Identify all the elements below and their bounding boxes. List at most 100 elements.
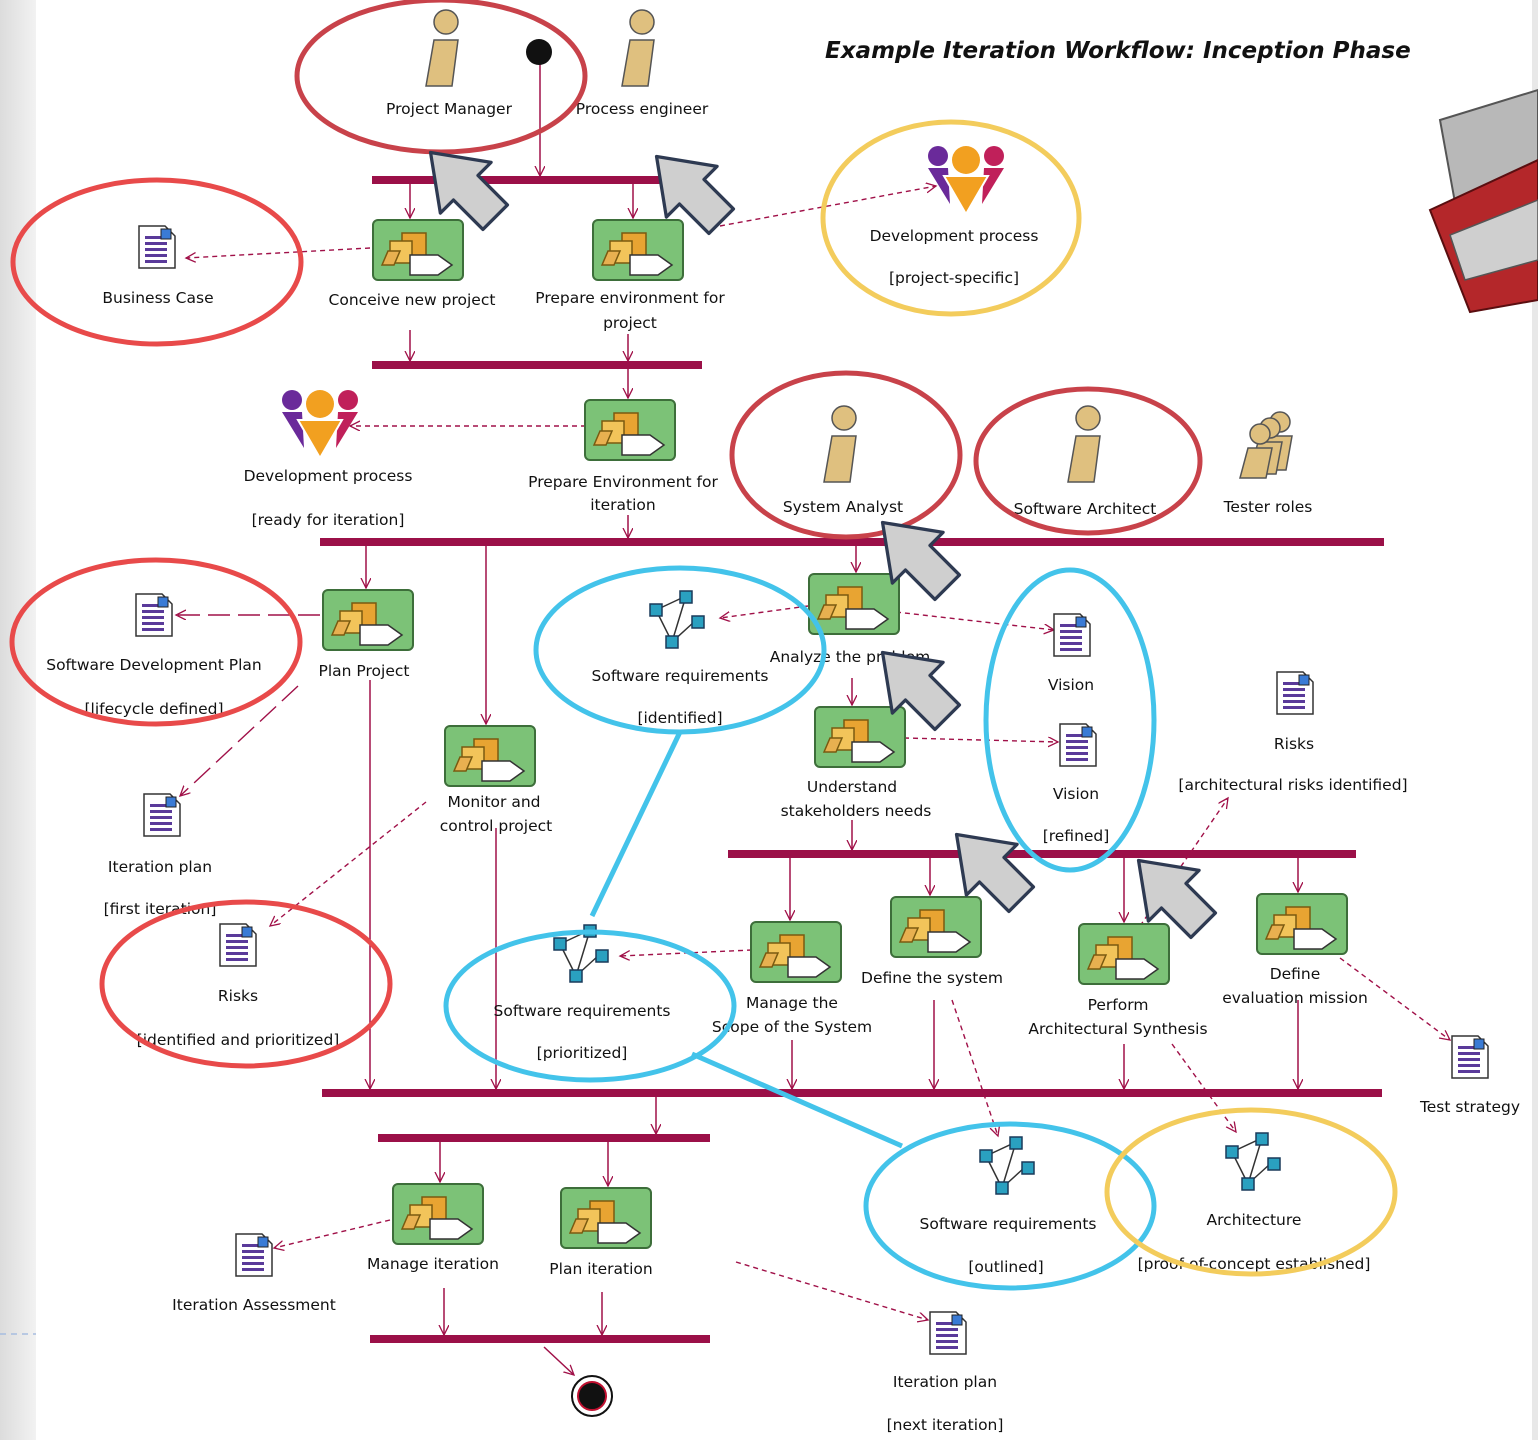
artifact-iteration-assessment: Iteration Assessment: [172, 1233, 336, 1314]
artifact-iteration-plan-first: Iteration plan [first iteration]: [104, 793, 217, 918]
model-icon: [1225, 1132, 1281, 1191]
role-system-analyst: System Analyst: [783, 405, 903, 516]
activity-icon: [814, 706, 906, 768]
activity-label: Define the system: [861, 969, 1003, 987]
highlight-ellipse: [9, 557, 303, 727]
activity-label: control project: [440, 817, 552, 835]
artifact-software-development-plan: Software Development Plan [lifecycle def…: [46, 593, 262, 718]
process-icon: [281, 389, 359, 459]
artifact-state: [refined]: [1043, 827, 1110, 845]
actor-icon: [1067, 405, 1101, 483]
activity-plan-iteration: Plan iteration: [549, 1187, 653, 1278]
activity-architectural-synthesis: Perform Architectural Synthesis: [1028, 923, 1208, 1038]
artifact-architecture: Architecture [proof-of-concept establish…: [1138, 1132, 1370, 1273]
actor-icon: [621, 9, 655, 87]
activity-label: Architectural Synthesis: [1028, 1020, 1207, 1038]
highlight-ellipse: [294, 0, 588, 155]
role-process-engineer: Process engineer: [576, 9, 709, 118]
role-tester-roles: Tester roles: [1223, 411, 1312, 516]
activity-label: Monitor and: [447, 793, 540, 811]
artifact-development-process-specific: Development process [project-specific]: [870, 145, 1038, 287]
activity-conceive-new-project: Conceive new project: [329, 219, 496, 309]
activity-label: Manage iteration: [367, 1255, 499, 1273]
highlight-ellipse: [983, 567, 1157, 873]
artifact-label: Development process: [244, 467, 413, 485]
document-icon: [219, 923, 257, 967]
activity-label: iteration: [590, 496, 655, 514]
document-icon: [1053, 613, 1091, 657]
document-icon: [235, 1233, 273, 1277]
highlight-ellipse: [99, 899, 393, 1069]
artifact-state: [outlined]: [968, 1258, 1043, 1276]
sync-bar: [322, 1089, 1382, 1097]
artifact-risks-architectural: Risks [architectural risks identified]: [1178, 671, 1408, 794]
highlight-connector: [589, 730, 683, 918]
artifact-state: [identified]: [637, 709, 722, 727]
activity-label: Perform: [1088, 996, 1149, 1014]
activity-define-system: Define the system: [861, 896, 1003, 987]
activity-label: Prepare environment for: [535, 289, 725, 307]
sync-bar: [320, 538, 1384, 546]
activity-icon: [444, 725, 536, 787]
artifact-state: [project-specific]: [889, 269, 1019, 287]
role-label: Software Architect: [1014, 500, 1157, 518]
artifact-label: Architecture: [1207, 1211, 1302, 1229]
activity-manage-iteration: Manage iteration: [367, 1183, 499, 1273]
highlight-ellipse: [820, 119, 1082, 317]
role-label: Project Manager: [386, 100, 513, 118]
artifact-software-requirements-identified: Software requirements [identified]: [592, 590, 769, 727]
actor-icon: [823, 405, 857, 483]
document-icon: [138, 225, 176, 269]
final-node: [571, 1375, 613, 1417]
artifact-label: Risks: [218, 987, 258, 1005]
activity-icon: [1256, 893, 1348, 955]
highlight-ellipse: [973, 386, 1203, 536]
highlight-ellipse: [443, 929, 737, 1083]
pointer-arrow-icon: [428, 150, 510, 232]
artifact-vision-refined: Vision [refined]: [1043, 723, 1110, 845]
highlight-connector: [690, 1051, 904, 1149]
artifact-state: [architectural risks identified]: [1178, 776, 1407, 794]
control-flows: [366, 60, 1298, 1375]
artifact-label: Software requirements: [494, 1002, 671, 1020]
artifact-risks-identified: Risks [identified and prioritized]: [137, 923, 339, 1049]
activity-label: Manage the: [746, 994, 838, 1012]
highlight-ellipse: [863, 1121, 1157, 1291]
activity-icon: [372, 219, 464, 281]
artifact-label: Software requirements: [592, 667, 769, 685]
artifact-software-requirements-outlined: Software requirements [outlined]: [920, 1136, 1096, 1276]
activity-label: Conceive new project: [329, 291, 496, 309]
artifact-state: [prioritized]: [537, 1044, 628, 1062]
activity-label: Define: [1270, 965, 1321, 983]
document-icon: [929, 1311, 967, 1355]
activity-label: project: [603, 314, 657, 332]
activity-prepare-env-project: Prepare environment for project: [535, 219, 725, 332]
activity-icon: [750, 921, 842, 983]
actor-icon: [425, 9, 459, 87]
highlight-annotations: [9, 0, 1398, 1291]
role-project-manager: Project Manager: [386, 9, 513, 118]
activity-icon: [584, 399, 676, 461]
activity-label: evaluation mission: [1222, 989, 1368, 1007]
highlight-ellipse: [10, 177, 304, 347]
activity-plan-project: Plan Project: [319, 589, 414, 680]
document-icon: [135, 593, 173, 637]
activity-label: Scope of the System: [712, 1018, 872, 1036]
role-software-architect: Software Architect: [1014, 405, 1157, 518]
sync-bars: [320, 176, 1384, 1343]
artifact-label: Iteration Assessment: [172, 1296, 336, 1314]
activity-icon: [808, 573, 900, 635]
artifact-label: Test strategy: [1419, 1098, 1520, 1116]
highlight-ellipse: [1104, 1107, 1398, 1277]
activity-label: Understand: [807, 778, 897, 796]
artifact-state: [first iteration]: [104, 900, 217, 918]
sync-bar: [372, 176, 706, 184]
activity-icon: [592, 219, 684, 281]
artifact-state: [next iteration]: [887, 1416, 1004, 1434]
activity-manage-scope: Manage the Scope of the System: [712, 921, 872, 1036]
process-icon: [927, 145, 1005, 215]
activity-icon: [322, 589, 414, 651]
activity-icon: [392, 1183, 484, 1245]
document-icon: [1451, 1035, 1489, 1079]
